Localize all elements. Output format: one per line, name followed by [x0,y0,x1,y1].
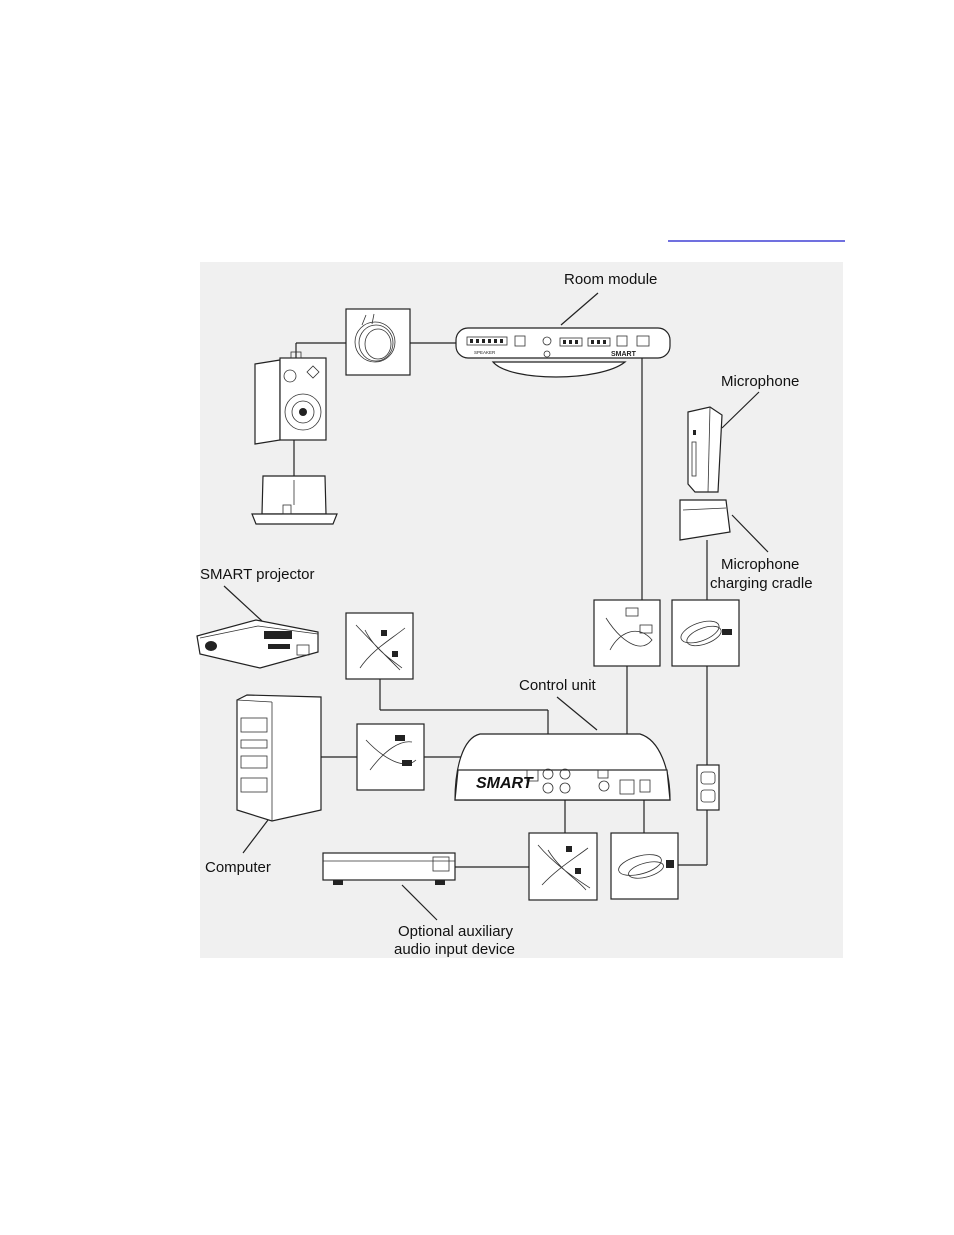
label-smart-projector: SMART projector [200,566,315,583]
wall-speaker-device [255,352,326,444]
label-aux-line2: audio input device [394,941,515,958]
room-module-logo: SMART [611,351,637,358]
control-unit-device: SMART [455,734,670,800]
projector-cable-box [346,613,413,679]
computer-device [237,695,321,821]
label-control-unit: Control unit [519,677,597,694]
usb-cable-box-mic [672,600,739,666]
label-room-module: Room module [564,271,657,288]
label-microphone: Microphone [721,373,799,390]
label-cradle-line1: Microphone [721,556,799,573]
power-cable-box [611,833,678,899]
rca-cable-box [529,833,597,900]
speaker-cable-box [346,309,410,375]
microphone-device [688,407,722,492]
wall-outlet-device [697,765,719,810]
ethernet-cable-box [594,600,660,666]
ceiling-speaker-device [252,476,337,524]
room-module-port-label: SPEAKER [474,350,496,355]
aux-input-device [323,853,455,885]
control-unit-logo: SMART [476,775,534,792]
label-cradle-line2: charging cradle [710,575,813,592]
label-computer: Computer [205,859,271,876]
usb-cable-box-computer [357,724,424,790]
label-aux-line1: Optional auxiliary [398,923,514,940]
